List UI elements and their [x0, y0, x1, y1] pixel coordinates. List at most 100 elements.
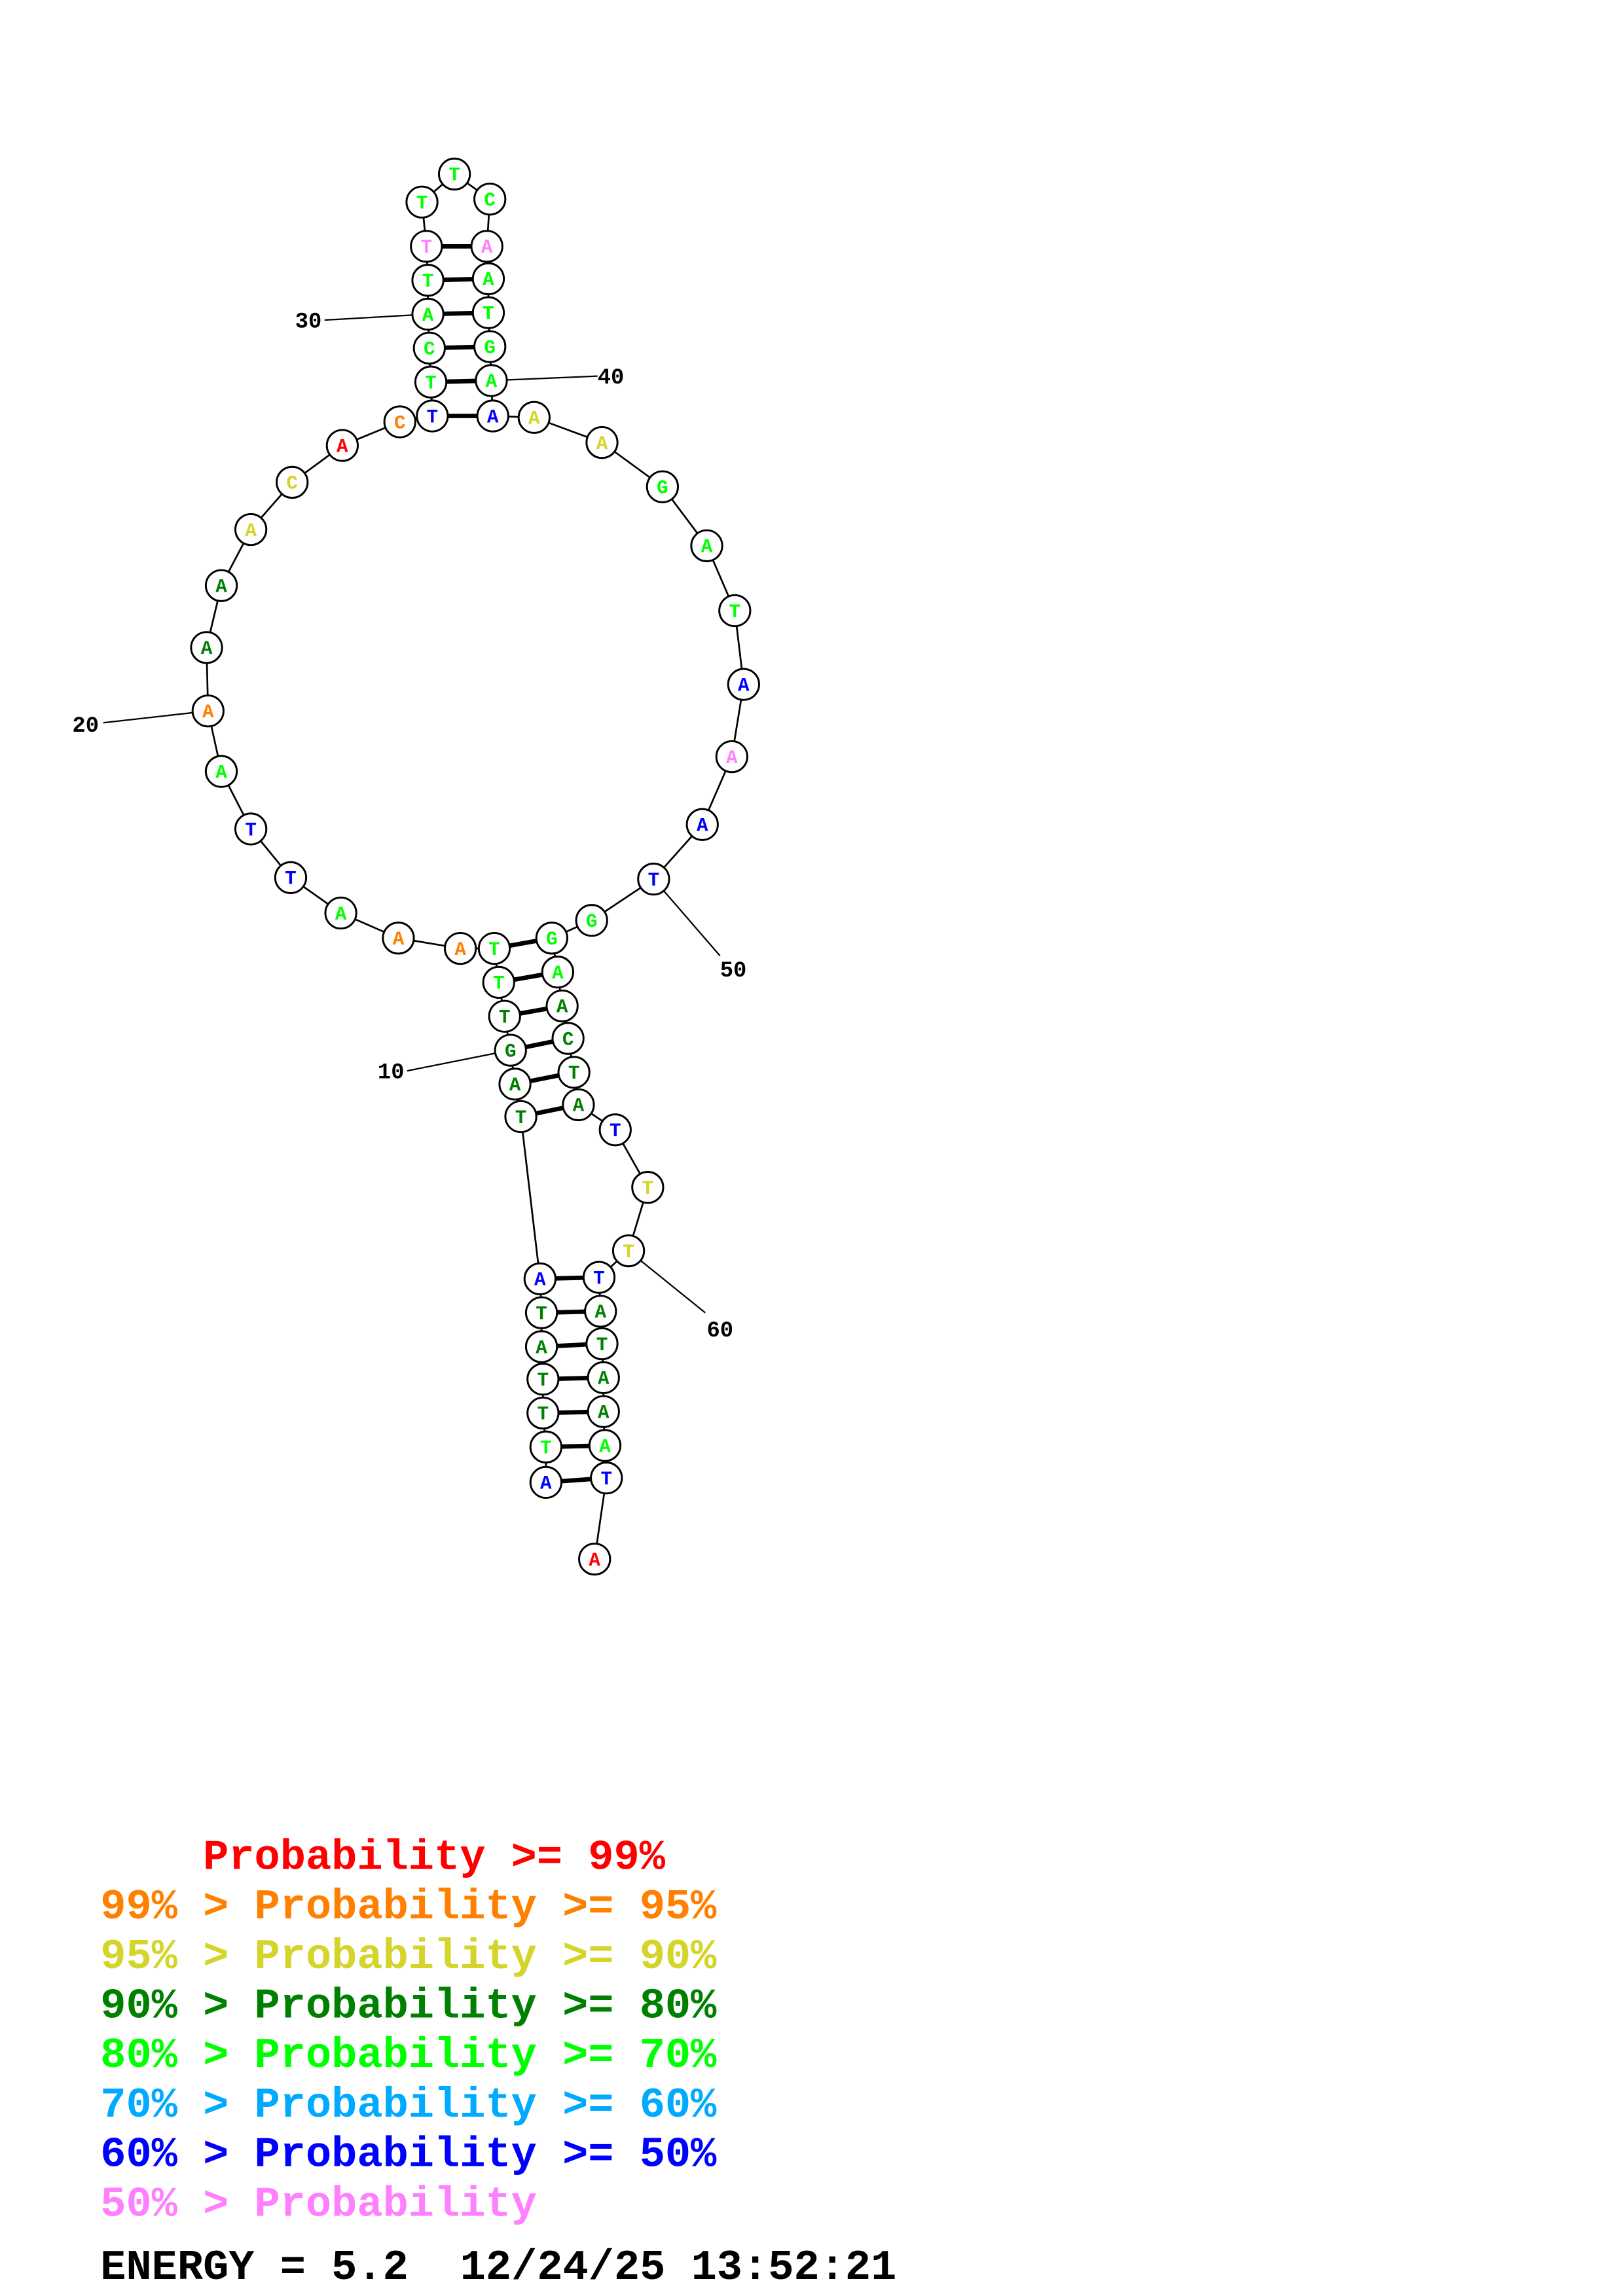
nucleotide-letter: A: [589, 1550, 600, 1571]
legend-text: Probability >= 80%: [255, 1982, 718, 2031]
nucleotide-letter: T: [600, 1469, 612, 1490]
nucleotide: A: [587, 1361, 620, 1395]
nucleotide: A: [587, 1395, 620, 1428]
nucleotide-circle: [585, 1327, 619, 1361]
nucleotide: T: [482, 965, 515, 999]
nucleotide-circle: [646, 470, 680, 503]
nucleotide: A: [204, 755, 238, 788]
nucleotide-letter: T: [642, 1178, 654, 1200]
nucleotide: A: [727, 668, 760, 701]
nucleotide-letter: T: [536, 1303, 547, 1325]
nucleotide: A: [382, 922, 415, 955]
nucleotide-circle: [405, 185, 439, 219]
nucleotide-letter: T: [593, 1268, 605, 1289]
nucleotide-circle: [529, 1430, 562, 1463]
nucleotide-circle: [383, 405, 416, 439]
nucleotide-letter: T: [422, 271, 434, 293]
nucleotide: A: [411, 297, 445, 331]
nucleotide: G: [646, 470, 680, 503]
energy-value: ENERGY = 5.2: [100, 2244, 409, 2292]
nucleotide: T: [504, 1100, 538, 1134]
nucleotide-letter: A: [534, 1270, 546, 1291]
nucleotide-letter: T: [648, 870, 660, 891]
nucleotide-letter: C: [562, 1029, 574, 1050]
nucleotide-letter: T: [538, 1404, 549, 1426]
legend-prefix: 95% >: [100, 1933, 254, 1981]
nucleotide-circle: [475, 364, 508, 397]
nucleotide-letter: A: [486, 371, 498, 393]
nucleotide-circle: [191, 694, 225, 728]
nucleotide: A: [190, 631, 223, 664]
nucleotide-letter: A: [481, 237, 493, 259]
nucleotide: A: [470, 230, 503, 263]
nucleotide-circle: [325, 429, 359, 462]
nucleotide-letter: A: [335, 904, 347, 925]
nucleotide-circle: [541, 956, 575, 989]
legend-row: 90% > Probability >= 80%: [100, 1982, 717, 2031]
nucleotide-circle: [234, 512, 268, 547]
nucleotide: T: [598, 1113, 632, 1147]
legend-text: Probability >= 70%: [255, 2032, 718, 2080]
nucleotide-circle: [410, 230, 443, 263]
probability-legend: Probability >= 99%99% > Probability >= 9…: [100, 1833, 717, 2229]
nucleotide: A: [545, 989, 579, 1023]
nucleotide-letter: A: [202, 702, 214, 723]
nucleotide: T: [526, 1363, 560, 1396]
nucleotide: G: [494, 1033, 527, 1067]
legend-prefix: 50% >: [100, 2180, 254, 2229]
position-label: 60: [706, 1319, 733, 1344]
nucleotide: A: [475, 364, 508, 397]
nucleotide-circle: [584, 1295, 617, 1328]
legend-text: Probability >= 50%: [255, 2131, 718, 2179]
nucleotide-circle: [412, 331, 446, 365]
timestamp: 12/24/25 13:52:21: [460, 2244, 897, 2292]
nucleotide-letter: T: [515, 1107, 527, 1129]
nucleotide-circle: [588, 1429, 622, 1462]
nucleotide-circle: [470, 230, 503, 263]
nucleotide-letter: T: [416, 193, 428, 215]
nucleotide-circle: [685, 808, 719, 841]
nucleotide: T: [411, 264, 445, 297]
nucleotide: T: [529, 1430, 562, 1463]
nucleotide-circle: [476, 399, 509, 433]
nucleotide-letter: T: [499, 1007, 511, 1029]
nucleotide-circle: [575, 904, 608, 937]
nucleotide-circle: [411, 297, 445, 331]
nucleotide-letter: A: [598, 1402, 610, 1424]
position-label: 50: [720, 959, 747, 984]
nucleotide-circle: [204, 569, 238, 602]
nucleotide-circle: [190, 631, 223, 664]
nucleotide-letter: G: [657, 477, 668, 499]
nucleotide-circle: [473, 183, 507, 216]
nucleotide: A: [325, 429, 359, 462]
nucleotide: T: [611, 1234, 646, 1268]
nucleotide-letter: G: [586, 911, 598, 933]
nucleotide-letter: T: [483, 304, 494, 325]
nucleotide-letter: A: [215, 762, 227, 783]
nucleotide-letter: A: [599, 1436, 611, 1458]
nucleotide-letter: A: [215, 576, 227, 598]
nucleotide-letter: T: [421, 237, 433, 259]
position-label-line: [407, 1049, 511, 1072]
legend-row: Probability >= 99%: [100, 1833, 665, 1882]
nucleotide-letter: A: [483, 270, 494, 291]
nucleotide-letter: T: [448, 165, 460, 187]
nucleotide: C: [412, 331, 446, 365]
nucleotide: G: [473, 330, 507, 363]
nucleotide-letter: C: [424, 339, 435, 361]
nucleotide-letter: A: [528, 408, 540, 430]
nucleotide-circle: [535, 922, 568, 955]
nucleotide: A: [234, 512, 268, 547]
position-label-line: [653, 878, 721, 957]
nucleotide-circle: [234, 812, 268, 846]
nucleotide: A: [517, 401, 551, 434]
nucleotide-circle: [488, 999, 521, 1033]
nucleotide: T: [524, 1296, 558, 1329]
nucleotide-circle: [715, 740, 748, 774]
nucleotide: T: [585, 1327, 619, 1361]
nucleotide-circle: [631, 1171, 665, 1204]
nucleotide: A: [578, 1542, 611, 1576]
nucleotide-circle: [551, 1022, 585, 1055]
nucleotide: A: [588, 1429, 622, 1462]
